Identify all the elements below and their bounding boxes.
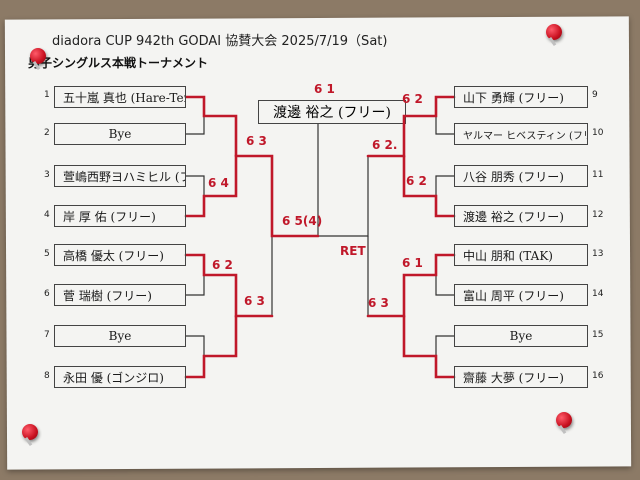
player-slot-3: 萱嶋西野ヨハミヒル (フリー)	[54, 165, 186, 187]
seed-number: 3	[44, 170, 50, 180]
player-slot-6: 菅 瑞樹 (フリー)	[54, 284, 186, 306]
score-label: 6 3	[244, 294, 265, 308]
player-slot-2: Bye	[54, 123, 186, 145]
seed-number: 15	[592, 330, 604, 340]
score-label: 6 2	[212, 258, 233, 272]
score-label: 6 1	[402, 256, 423, 270]
player-slot-15: Bye	[454, 325, 588, 347]
seed-number: 1	[44, 90, 50, 100]
score-label: RET	[340, 244, 366, 258]
seed-number: 6	[44, 289, 50, 299]
seed-number: 5	[44, 249, 50, 259]
final-score: 6 1	[314, 82, 335, 96]
player-slot-4: 岸 厚 佑 (フリー)	[54, 205, 186, 227]
seed-number: 11	[592, 170, 604, 180]
player-slot-7: Bye	[54, 325, 186, 347]
page-subtitle: 男子シングルス本戦トーナメント	[28, 56, 209, 70]
seed-number: 14	[592, 289, 604, 299]
score-label: 6 2	[402, 92, 423, 106]
score-label: 6 4	[208, 176, 229, 190]
seed-number: 7	[44, 330, 50, 340]
player-slot-8: 永田 優 (ゴンジロ)	[54, 366, 186, 388]
score-label: 6 3	[246, 134, 267, 148]
player-slot-13: 中山 朋和 (TAK)	[454, 244, 588, 266]
champion-box: 渡邊 裕之 (フリー)	[258, 100, 406, 124]
player-slot-12: 渡邊 裕之 (フリー)	[454, 205, 588, 227]
score-label: 6 5(4)	[282, 214, 323, 228]
score-label: 6 2	[406, 174, 427, 188]
seed-number: 12	[592, 210, 604, 220]
player-slot-1: 五十嵐 真也 (Hare-Tennis)	[54, 86, 186, 108]
seed-number: 16	[592, 371, 604, 381]
seed-number: 2	[44, 128, 50, 138]
pushpin-icon	[556, 412, 572, 428]
pushpin-icon	[546, 24, 562, 40]
seed-number: 13	[592, 249, 604, 259]
score-label: 6 3	[368, 296, 389, 310]
pushpin-icon	[22, 424, 38, 440]
page-title: diadora CUP 942th GODAI 協賛大会 2025/7/19（S…	[52, 34, 388, 49]
player-slot-16: 齋藤 大夢 (フリー)	[454, 366, 588, 388]
seed-number: 8	[44, 371, 50, 381]
seed-number: 9	[592, 90, 598, 100]
player-slot-9: 山下 勇輝 (フリー)	[454, 86, 588, 108]
score-label: 6 2.	[372, 138, 398, 152]
player-slot-10: ヤルマー ヒベスティン (フリー)	[454, 123, 588, 145]
seed-number: 10	[592, 128, 604, 138]
pushpin-icon	[30, 48, 46, 64]
player-slot-14: 富山 周平 (フリー)	[454, 284, 588, 306]
player-slot-11: 八谷 朋秀 (フリー)	[454, 165, 588, 187]
seed-number: 4	[44, 210, 50, 220]
player-slot-5: 高橋 優太 (フリー)	[54, 244, 186, 266]
